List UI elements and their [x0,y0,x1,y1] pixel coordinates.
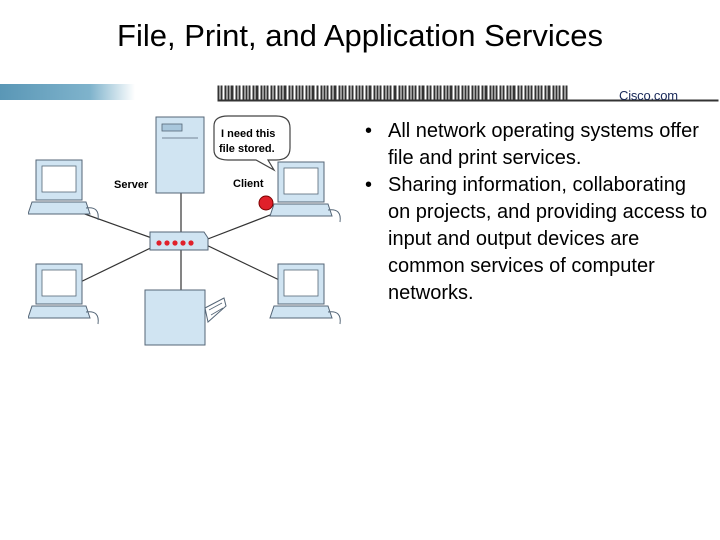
workstation-top-left-icon [28,159,99,221]
bullet-text: Sharing information, collaborating on pr… [388,174,708,304]
bullet-item: • Sharing information, collaborating on … [358,172,708,307]
slide-title: File, Print, and Application Services [117,18,603,53]
workstation-bottom-right-icon [269,263,341,325]
bullet-text: All network operating systems offer file… [388,120,699,169]
server-icon [155,116,205,194]
bullet-marker: • [365,120,373,142]
printer-icon [144,289,227,346]
workstation-top-right-icon [269,161,341,223]
header-band [0,82,720,104]
callout-line-2: file stored. [219,143,275,155]
hub-icon [149,231,209,251]
bullet-list: • All network operating systems offer fi… [358,118,708,307]
client-alert-dot [258,195,274,211]
client-label: Client [233,178,264,190]
bullet-marker: • [365,174,373,196]
callout-line-1: I need this [221,128,275,140]
network-diagram: Server I need this file stored. Client [28,110,346,350]
workstation-bottom-left-icon [28,263,99,325]
server-label: Server [114,179,149,191]
cisco-logo: Cisco.com [619,88,678,103]
bullet-item: • All network operating systems offer fi… [358,118,708,172]
callout-bubble [213,115,291,172]
